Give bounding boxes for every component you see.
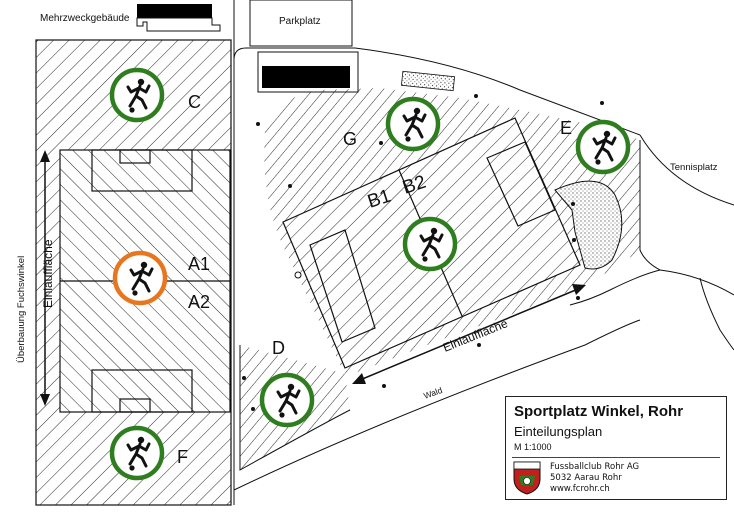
field-label-a1: A1	[188, 254, 210, 274]
field-marker-c[interactable]	[109, 67, 165, 123]
road-outline	[233, 0, 734, 505]
field-marker-f[interactable]	[109, 425, 165, 481]
club-website[interactable]: www.fcrohr.ch	[550, 484, 610, 494]
field-marker-d[interactable]	[259, 372, 315, 428]
legend-title: Sportplatz Winkel, Rohr	[514, 403, 684, 420]
field-marker-a[interactable]	[112, 250, 168, 306]
field-label-d: D	[272, 338, 285, 358]
field-label-c: C	[188, 92, 201, 112]
field-marker-g[interactable]	[385, 96, 441, 152]
field-marker-b[interactable]	[402, 216, 458, 272]
field-label-g: G	[343, 129, 357, 149]
forest-label: Wald	[422, 385, 444, 401]
warmup-arrow-bottom	[352, 284, 586, 384]
legend-box: Sportplatz Winkel, Rohr Einteilungsplan …	[505, 396, 727, 500]
club-info: Fussballclub Rohr AG 5032 Aarau Rohr www…	[550, 462, 639, 495]
parking-building	[257, 51, 359, 93]
overpass-label: Überbauung Fuchswinkel	[16, 256, 27, 363]
field-marker-e[interactable]	[575, 119, 631, 175]
legend-subtitle: Einteilungsplan	[514, 424, 603, 439]
field-label-e: E	[560, 118, 572, 138]
tennis-label: Tennisplatz	[670, 162, 718, 173]
club-name: Fussballclub Rohr AG	[550, 462, 640, 472]
field-label-a2: A2	[188, 292, 210, 312]
multi-purpose-building	[136, 4, 221, 32]
legend-divider	[512, 457, 720, 458]
legend-scale: M 1:1000	[514, 442, 552, 452]
parking-label: Parkplatz	[279, 16, 321, 27]
warmup-arrow-left	[40, 150, 50, 406]
field-label-f: F	[177, 447, 188, 467]
building-label: Mehrzweckgebäude	[40, 13, 130, 24]
club-logo-icon	[513, 461, 541, 495]
warmup-left-label: Einlauffläche	[41, 239, 55, 308]
site-dots	[242, 94, 604, 411]
club-address: 5032 Aarau Rohr	[550, 473, 622, 483]
